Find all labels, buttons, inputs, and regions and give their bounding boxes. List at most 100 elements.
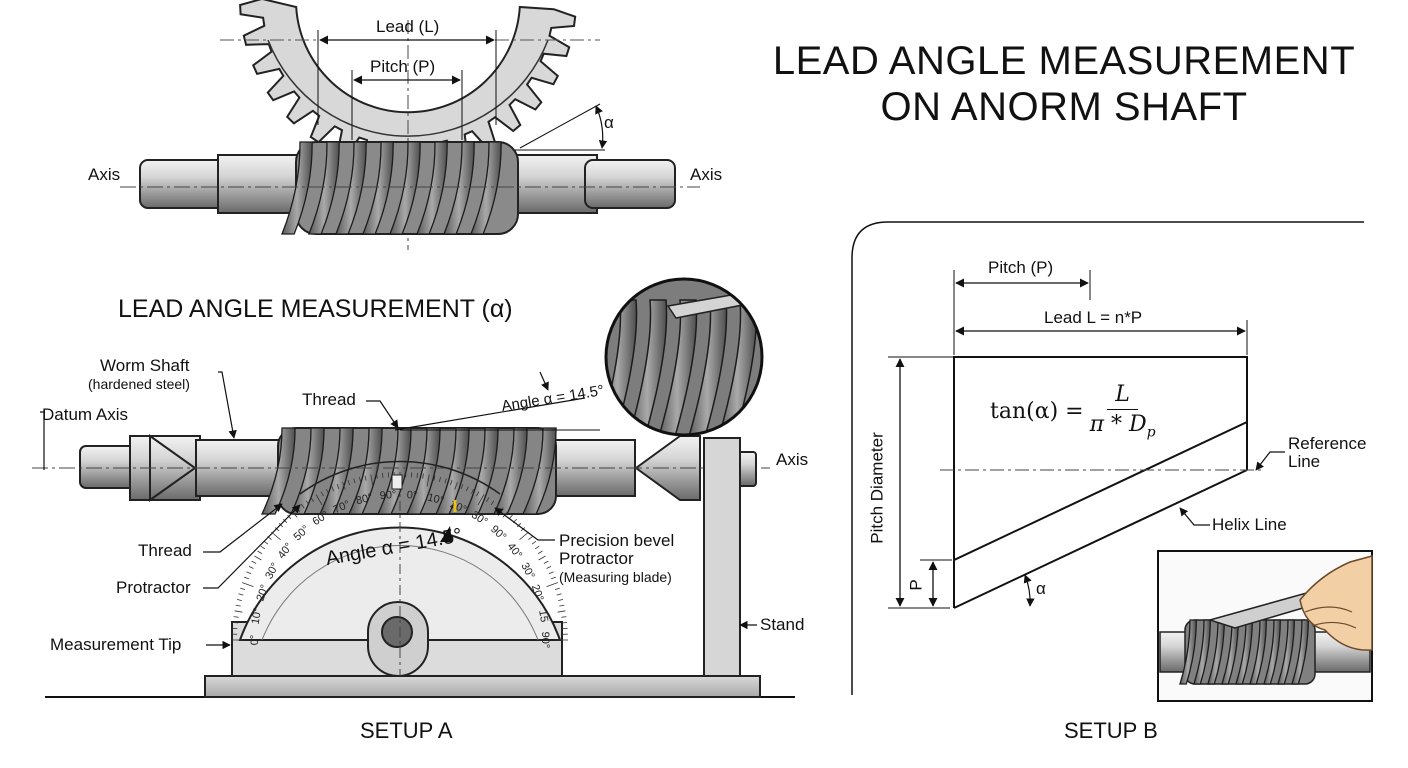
reference-line-label: Reference Line [1288,435,1366,471]
setup-a-blade-line [394,397,586,431]
dial-tick-13 [248,566,254,569]
dial-tick-8 [238,593,244,596]
top-axis-left-label: Axis [88,165,121,184]
dial-scale-label-8: 80° [355,492,374,508]
dial-scale-label-19: 90° [539,632,551,649]
worm-shaft-label: Worm Shaft [100,356,190,375]
formula-numerator: L [1107,382,1138,410]
dial-tick-61 [486,497,490,503]
dial-tick-82 [556,593,562,596]
dial-tick-54 [450,480,453,486]
dial-scale-label-9: 90° [379,489,397,502]
dial-tick-83 [558,599,564,601]
top-thread-ridge-1 [308,141,340,235]
dial-scale-label-15: 40° [505,541,525,562]
formula-fraction: L π * Dp [1090,382,1156,440]
dial-tick-15 [254,555,262,561]
setup-a-heading: LEAD ANGLE MEASUREMENT (α) [118,295,513,323]
dial-tick-17 [260,545,266,550]
dial-tick-6 [235,604,241,607]
page-title: LEAD ANGLE MEASUREMENT ON ANORM SHAFT [760,38,1368,130]
setup-b-thread-ridge-3 [1221,619,1239,685]
setup-b-alpha-arc [1023,574,1035,607]
inset-thread-ridge-4 [687,299,728,435]
setup-a-thread-ridge-7 [463,427,499,515]
inset-thread-ridge-3 [657,299,698,435]
dial-tick-74 [537,550,543,554]
formula-lhs: tan(α) = [990,398,1084,424]
dial-tick-41 [376,473,378,479]
inset-thread-ridge-0 [606,299,608,435]
reference-line-1: Reference [1288,434,1367,453]
dial-tick-35 [342,481,346,490]
dial-tick-11 [244,576,250,580]
dial-scale-label-18: 15 [536,609,550,623]
dial-tick-58 [471,488,474,494]
setup-b-thread-ridge-2 [1207,619,1225,685]
setup-a-stand [703,437,757,677]
dial-scale-label-14: 90° [488,523,508,543]
protractor-pointer [440,526,452,542]
stand-label: Stand [760,615,805,634]
top-thread-ridge-7 [470,141,502,235]
setup-b-thread-ridge-1 [1193,619,1211,685]
dial-tick-72 [531,540,537,545]
setup-a-thread-ridge-1 [289,427,325,515]
dial-tick-65 [502,511,509,518]
dial-tick-75 [538,555,546,561]
setup-b-alpha-label: α [1036,579,1046,598]
top-alpha-label: α [604,113,614,132]
setup-a-axis-label: Axis [776,450,809,469]
dial-tick-71 [528,536,533,540]
dial-tick-51 [433,475,436,481]
dial-tick-85 [557,610,566,613]
reference-line-2: Line [1288,452,1321,471]
dial-tick-39 [364,475,367,481]
dial-tick-28 [305,500,310,506]
dial-scale-label-10: 0° [406,489,417,502]
p-label: P [906,579,926,591]
inset-thread-ridge-2 [627,299,668,435]
dial-tick-18 [263,540,269,545]
dial-tick-56 [460,484,464,490]
top-gear [239,0,577,170]
formula-denominator: π * Dp [1090,410,1156,440]
dial-tick-33 [331,486,335,492]
dial-tick-37 [353,478,356,484]
dial-tick-5 [234,610,243,613]
setup-a-thread-ridge-0 [260,427,296,515]
datum-axis-label: Datum Axis [42,405,128,424]
setup-a-base [204,675,761,698]
dial-tick-59 [476,491,480,497]
dial-tick-62 [490,500,495,506]
setup-b-thread-ridge-7 [1277,619,1295,685]
setup-b-thread-ridge-0 [1179,619,1197,685]
setup-b-thread-ridge-8 [1291,619,1309,685]
top-thread-ridge-3 [362,141,394,235]
formula-den-main: π * D [1089,412,1147,437]
dial-tick-79 [550,576,556,580]
dial-tick-10 [241,582,254,587]
top-worm-shaft [139,141,676,235]
dial-tick-3 [232,622,238,624]
setup-a-caption: SETUP A [360,718,453,743]
dial-tick-31 [320,491,324,497]
dial-tick-7 [236,599,242,601]
top-thread-ridge-5 [416,141,448,235]
pitch-diameter-label: Pitch Diameter [867,432,887,544]
dial-tick-60 [477,494,485,506]
top-axis-right-label: Axis [690,165,723,184]
setup-a-thread-ridge-8 [492,427,528,515]
dial-tick-38 [359,476,361,482]
dial-scale-label-0: 0° [249,635,261,646]
precision-bevel-label: Precision bevel Protractor (Measuring bl… [559,532,674,586]
dial-tick-68 [517,523,522,528]
dial-tick-80 [546,582,559,587]
top-alpha-arc [595,105,608,149]
setup-b-thread-ridge-4 [1235,619,1253,685]
dial-tick-9 [240,587,246,590]
dial-tick-16 [257,550,263,554]
protractor-label: Protractor [116,578,191,597]
